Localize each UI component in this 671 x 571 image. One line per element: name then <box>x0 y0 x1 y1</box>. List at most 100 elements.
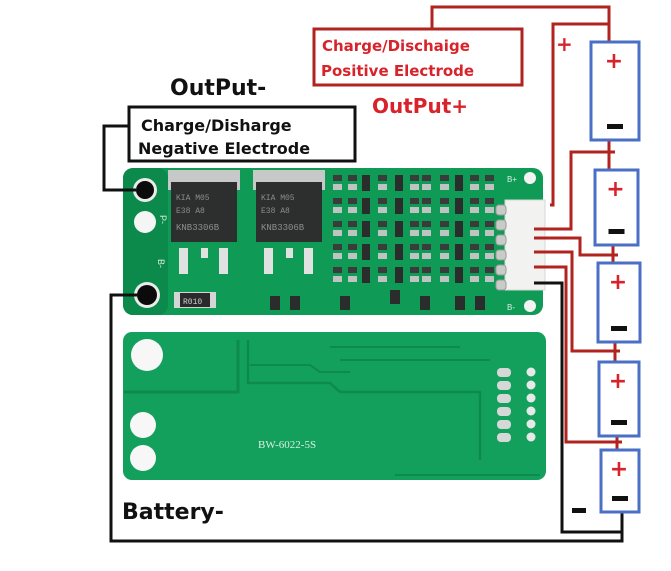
wire-p-minus <box>102 124 136 192</box>
pcb-back-board <box>123 332 546 480</box>
smd-component <box>440 244 449 250</box>
smd-component <box>470 198 479 204</box>
smd-component <box>440 184 449 190</box>
positive-electrode-line-1: Charge/Dischaige <box>322 37 470 55</box>
pcb-trace-1 <box>124 340 240 394</box>
smd-component <box>378 253 387 259</box>
smd-component <box>333 221 342 227</box>
smd-component <box>270 296 280 310</box>
mosfet-2: KIA M05 E38 A8 KNB3306B <box>253 170 325 274</box>
smd-component <box>422 175 431 181</box>
smd-component <box>348 230 357 236</box>
back-pad <box>497 420 511 429</box>
mosfet-1-leg-3 <box>219 248 228 274</box>
connector-pin <box>495 264 507 276</box>
smd-component <box>470 267 479 273</box>
mosfet-1-part: KNB3306B <box>176 223 220 233</box>
pad-b-plus <box>524 172 536 184</box>
smd-component <box>348 221 357 227</box>
smd-component <box>410 221 419 227</box>
back-pad <box>497 407 511 416</box>
smd-component <box>410 207 419 213</box>
smd-component <box>333 184 342 190</box>
smd-component <box>395 221 403 237</box>
smd-component <box>440 230 449 236</box>
negative-electrode-box <box>127 105 357 163</box>
smd-component <box>440 276 449 282</box>
smd-component <box>440 175 449 181</box>
smd-component <box>378 184 387 190</box>
battery-cell-1: + <box>589 40 641 142</box>
back-hole-1 <box>131 339 163 371</box>
battery-cell-2: + <box>593 168 640 247</box>
smd-component <box>348 244 357 250</box>
smd-component <box>410 184 419 190</box>
cell-plus-sign: + <box>606 177 624 202</box>
positive-electrode-line-2: Positive Electrode <box>321 62 474 80</box>
connector-pin <box>495 219 507 231</box>
battery-cell-outline <box>597 360 641 438</box>
negative-electrode-line-2: Negative Electrode <box>138 139 310 158</box>
smd-component <box>420 296 430 310</box>
smd-component <box>475 296 485 310</box>
smd-component <box>440 221 449 227</box>
output-minus-label: OutPut- <box>170 76 266 101</box>
smd-component <box>348 276 357 282</box>
smd-component <box>485 267 494 273</box>
smd-component <box>378 244 387 250</box>
connector-pin <box>495 234 507 246</box>
pack-plus-label: + <box>556 32 573 56</box>
wire-balance-b1 <box>534 265 622 444</box>
smd-component <box>455 244 463 260</box>
smd-component <box>410 230 419 236</box>
smd-component <box>422 221 431 227</box>
mosfet-1-body <box>171 182 237 242</box>
smd-component <box>410 276 419 282</box>
smd-component <box>348 207 357 213</box>
pad-mount-hole <box>134 211 156 233</box>
smd-component <box>470 175 479 181</box>
mosfet-1-leg-1 <box>179 248 188 274</box>
back-pin <box>526 432 536 442</box>
cell-minus-sign <box>607 124 623 129</box>
smd-component <box>333 207 342 213</box>
smd-component <box>422 276 431 282</box>
pcb-front-pad-area <box>123 168 168 315</box>
back-pin <box>526 406 536 416</box>
smd-component <box>470 253 479 259</box>
smd-component <box>440 207 449 213</box>
smd-component <box>485 221 494 227</box>
smd-component <box>485 276 494 282</box>
smd-component <box>333 253 342 259</box>
smd-component <box>340 296 350 310</box>
smd-component <box>333 198 342 204</box>
mosfet-1-marking-2: E38 A8 <box>176 207 205 216</box>
smd-component <box>422 207 431 213</box>
smd-component <box>470 244 479 250</box>
smd-component <box>378 267 387 273</box>
pcb-trace-2 <box>246 340 482 460</box>
smd-component <box>440 198 449 204</box>
smd-component <box>422 253 431 259</box>
wire-balance-b2 <box>534 250 620 353</box>
positive-electrode-box <box>312 27 524 87</box>
smd-component <box>378 207 387 213</box>
smd-component <box>348 175 357 181</box>
mosfet-2-leg-3 <box>304 248 313 274</box>
smd-component <box>395 244 403 260</box>
connector-pin <box>495 204 507 216</box>
back-pad <box>497 381 511 390</box>
back-hole-2 <box>130 412 156 438</box>
smd-component <box>348 253 357 259</box>
pack-minus-label <box>572 508 586 513</box>
smd-component <box>422 230 431 236</box>
shunt-resistor <box>180 293 210 307</box>
wire-balance-b3 <box>534 236 618 257</box>
cell-plus-sign: + <box>609 270 627 295</box>
smd-component <box>362 267 370 283</box>
back-pin <box>526 367 536 377</box>
labels: OutPut- Charge/Disharge Negative Electro… <box>122 27 586 525</box>
smd-component <box>390 290 400 304</box>
battery-cell-5: + <box>599 448 641 514</box>
negative-electrode-line-1: Charge/Disharge <box>141 116 292 135</box>
